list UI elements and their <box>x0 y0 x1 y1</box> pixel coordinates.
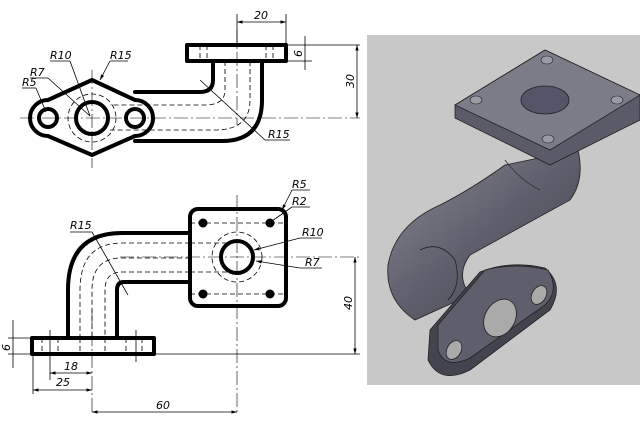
dim-30: 30 <box>344 74 357 88</box>
square-flange <box>188 207 288 308</box>
label-r7: R7 <box>305 256 320 269</box>
label-r5: R5 <box>292 178 307 191</box>
dim-6: 6 <box>292 50 305 57</box>
dim-6: 6 <box>0 344 13 351</box>
oval-flange <box>28 78 155 157</box>
pipe-inner-edge <box>133 59 215 94</box>
top-view: 6 18 25 60 40 R15 R5 R2 R10 R7 <box>0 178 360 415</box>
pipe-outer-edge <box>66 231 192 340</box>
label-r5: R5 <box>22 76 37 89</box>
label-r10: R10 <box>302 226 324 239</box>
front-view: 20 6 30 R10 R15 R7 R5 R15 <box>20 9 360 168</box>
pipe-outer-edge <box>133 59 264 143</box>
label-r15: R15 <box>70 219 92 232</box>
dim-40: 40 <box>342 296 355 310</box>
3d-render <box>367 35 640 385</box>
dim-20: 20 <box>254 9 268 22</box>
square-flange-side <box>185 43 288 63</box>
label-r10: R10 <box>50 49 72 62</box>
label-r2: R2 <box>292 195 307 208</box>
label-r7: R7 <box>30 66 45 79</box>
dim-60: 60 <box>156 399 170 412</box>
label-r15: R15 <box>110 49 132 62</box>
bolt-holes <box>198 218 275 299</box>
bolt-hole <box>124 107 146 129</box>
center-hole <box>219 239 255 275</box>
center-hole <box>74 100 110 136</box>
label-r15-bend: R15 <box>268 128 290 141</box>
pipe-inner-edge <box>115 280 192 340</box>
dim-25: 25 <box>56 376 70 389</box>
dim-18: 18 <box>64 360 78 373</box>
bolt-hole <box>37 107 59 129</box>
pipe-body <box>387 149 581 321</box>
